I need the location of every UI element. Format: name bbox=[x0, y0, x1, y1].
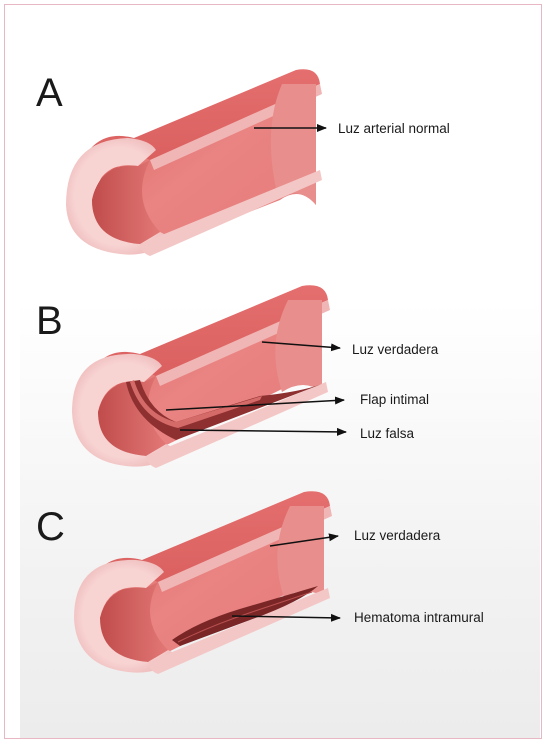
panel-c: C Luz verdadera Hematoma intramural bbox=[36, 491, 484, 674]
label-luz-falsa: Luz falsa bbox=[360, 426, 415, 441]
panel-letter-b: B bbox=[36, 299, 63, 343]
label-luz-verdadera-b: Luz verdadera bbox=[352, 342, 439, 357]
arrow-b-false-lumen bbox=[180, 430, 346, 432]
artery-b bbox=[72, 285, 330, 468]
panel-a: A Luz arterial normal bbox=[36, 69, 450, 256]
label-luz-arterial-normal: Luz arterial normal bbox=[338, 121, 450, 136]
artery-c bbox=[74, 491, 332, 674]
panel-b: B Luz verdadera Flap intimal Luz falsa bbox=[36, 285, 439, 468]
panel-letter-c: C bbox=[36, 505, 65, 549]
artery-a bbox=[66, 69, 322, 256]
label-hematoma-intramural: Hematoma intramural bbox=[354, 610, 484, 625]
panel-letter-a: A bbox=[36, 71, 63, 115]
label-luz-verdadera-c: Luz verdadera bbox=[354, 528, 441, 543]
label-flap-intimal: Flap intimal bbox=[360, 392, 429, 407]
